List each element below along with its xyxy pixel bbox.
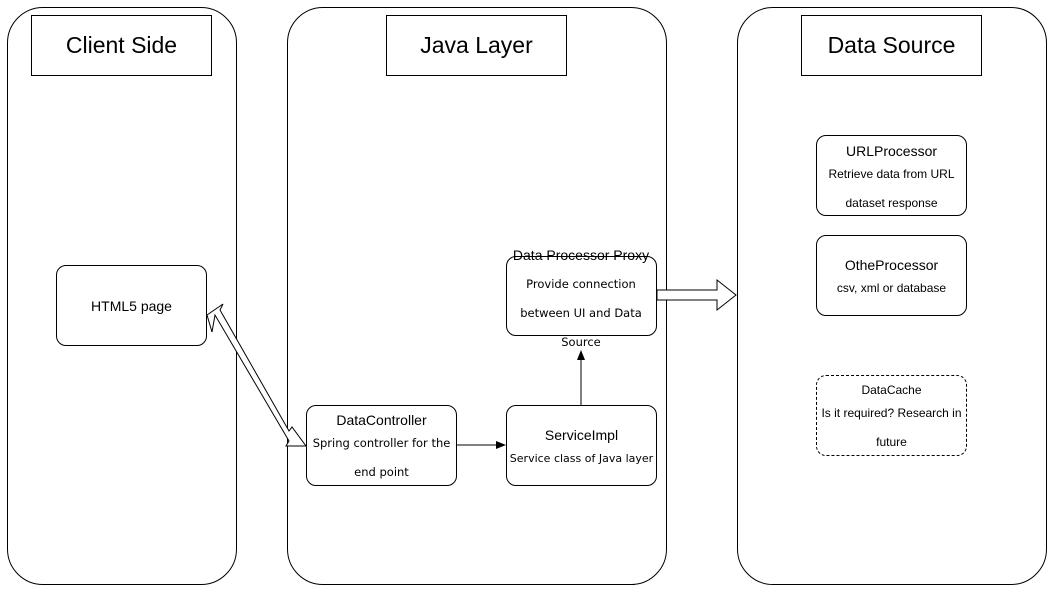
client-side-title: Client Side bbox=[31, 15, 212, 76]
proxy-to-datasource-arrow bbox=[656, 278, 737, 312]
url-processor-node: URLProcessor Retrieve data from URL data… bbox=[816, 135, 967, 216]
othe-processor-node: OtheProcessor csv, xml or database bbox=[816, 235, 967, 316]
othe-processor-description: csv, xml or database bbox=[836, 281, 947, 295]
html5-page-label: HTML5 page bbox=[91, 297, 172, 314]
data-processor-proxy-node bbox=[506, 256, 657, 336]
url-processor-description: Retrieve data from URL dataset response bbox=[828, 167, 955, 210]
data-processor-proxy-description: Provide connection between UI and Data S… bbox=[520, 277, 642, 349]
data-source-title: Data Source bbox=[801, 15, 982, 76]
data-cache-title: DataCache bbox=[861, 383, 922, 397]
data-controller-title: DataController bbox=[336, 412, 427, 428]
java-layer-title: Java Layer bbox=[386, 15, 567, 76]
service-impl-node: ServiceImpl Service class of Java layer bbox=[506, 405, 657, 486]
data-controller-node: DataController Spring controller for the… bbox=[306, 405, 457, 486]
data-processor-proxy-title: Data Processor Proxy bbox=[512, 247, 650, 263]
service-impl-description: Service class of Java layer bbox=[509, 452, 654, 465]
url-processor-title: URLProcessor bbox=[845, 143, 938, 159]
html5-controller-double-arrow bbox=[206, 303, 307, 447]
othe-processor-title: OtheProcessor bbox=[844, 257, 939, 273]
data-cache-description: Is it required? Research in future bbox=[821, 406, 962, 449]
service-impl-title: ServiceImpl bbox=[544, 427, 619, 443]
data-controller-description: Spring controller for the end point bbox=[312, 436, 451, 479]
data-cache-node: DataCache Is it required? Research in fu… bbox=[816, 375, 967, 456]
html5-page-node: HTML5 page bbox=[56, 265, 207, 346]
